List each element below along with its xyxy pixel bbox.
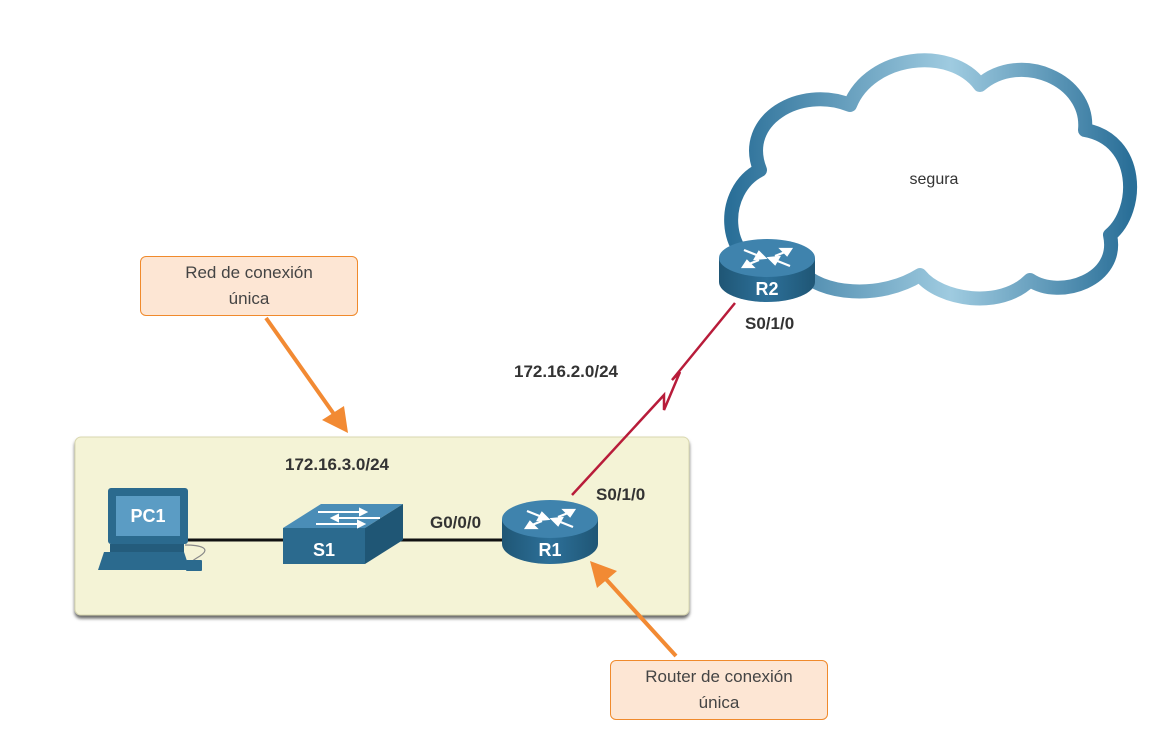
callout-stub-router-line1: Router de conexión	[645, 667, 793, 686]
lan-network-label: 172.16.3.0/24	[285, 455, 390, 474]
pc1-icon: PC1	[98, 488, 206, 571]
internet-cloud: segura	[724, 53, 1137, 306]
callout-stub-network: Red de conexión única	[140, 256, 358, 316]
s1-label: S1	[313, 540, 335, 560]
s1-switch-icon: S1	[283, 504, 403, 564]
r1-s0-interface-label: S0/1/0	[596, 485, 645, 504]
cloud-label: segura	[910, 171, 959, 188]
pc1-label: PC1	[130, 506, 165, 526]
r1-g0-interface-label: G0/0/0	[430, 513, 481, 532]
serial-link-r1-r2	[571, 302, 736, 496]
callout-stub-network-line2: única	[228, 289, 270, 308]
r2-s0-interface-label: S0/1/0	[745, 314, 794, 333]
r1-router-icon: R1	[502, 500, 598, 564]
callout-stub-network-line1: Red de conexión	[185, 263, 313, 282]
r2-label: R2	[755, 279, 778, 299]
r1-label: R1	[538, 540, 561, 560]
arrow-to-lan	[264, 316, 348, 433]
arrow-to-r1	[590, 561, 678, 658]
callout-stub-router-line2: única	[698, 693, 740, 712]
wan-network-label: 172.16.2.0/24	[514, 362, 619, 381]
r2-router-icon: R2	[719, 239, 815, 302]
callout-stub-router: Router de conexión única	[610, 660, 828, 720]
